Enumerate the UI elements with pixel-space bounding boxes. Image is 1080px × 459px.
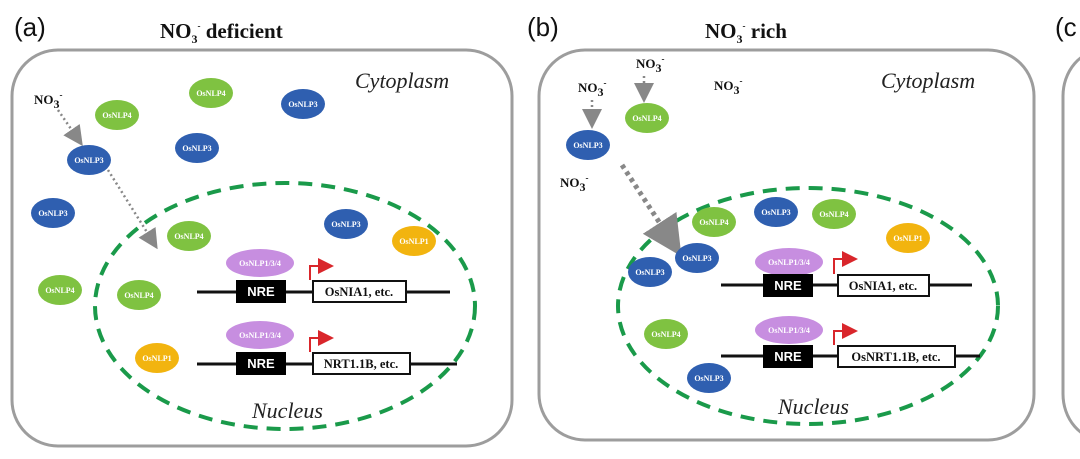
panel-b-nlp3-protein: OsNLP3 <box>687 363 731 393</box>
panel-a-complex: OsNLP1/3/4 <box>226 249 294 277</box>
svg-text:NRT1.1B, etc.: NRT1.1B, etc. <box>324 357 399 371</box>
svg-text:OsNLP1/3/4: OsNLP1/3/4 <box>239 331 281 340</box>
panel-b-gene-box: OsNIA1, etc. <box>837 274 930 297</box>
panel-b-no3-label: NO3- <box>578 78 607 99</box>
panel-b-gene-box: OsNRT1.1B, etc. <box>837 345 956 368</box>
svg-text:OsNLP3: OsNLP3 <box>331 220 360 229</box>
panel-a-nre-box: NRE <box>236 352 286 375</box>
panel-b-nucleus-label: Nucleus <box>777 394 849 419</box>
panel-a-no3-arrow <box>56 109 83 147</box>
panel-a-nlp3-protein: OsNLP3 <box>67 145 111 175</box>
panel-a-nlp1-protein: OsNLP1 <box>135 343 179 373</box>
svg-text:NRE: NRE <box>247 284 275 299</box>
svg-text:OsNLP4: OsNLP4 <box>196 89 225 98</box>
panel-b-nlp3-protein: OsNLP3 <box>675 243 719 273</box>
svg-text:OsNIA1, etc.: OsNIA1, etc. <box>325 285 393 299</box>
svg-text:OsNLP1/3/4: OsNLP1/3/4 <box>239 259 281 268</box>
svg-text:OsNIA1, etc.: OsNIA1, etc. <box>849 279 917 293</box>
panel-b-nlp1-protein: OsNLP1 <box>886 223 930 253</box>
panel-a-nlp3-protein: OsNLP3 <box>281 89 325 119</box>
panel-a-nlp4-protein: OsNLP4 <box>189 78 233 108</box>
panel-c-cell-membrane <box>1061 56 1080 434</box>
svg-text:OsNLP4: OsNLP4 <box>124 291 153 300</box>
svg-text:OsNLP4: OsNLP4 <box>819 210 848 219</box>
panel-b-nlp3-protein: OsNLP3 <box>628 257 672 287</box>
svg-text:OsNLP1: OsNLP1 <box>893 234 922 243</box>
panel-a-nlp3-protein: OsNLP3 <box>31 198 75 228</box>
panel-a-nlp4-protein: OsNLP4 <box>117 280 161 310</box>
svg-text:OsNRT1.1B, etc.: OsNRT1.1B, etc. <box>851 350 940 364</box>
panel-b-import-arrow <box>619 163 682 257</box>
panel-a-nucleus-label: Nucleus <box>251 398 323 423</box>
panel-b-transcription-arrow <box>833 323 858 345</box>
panel-b-cell-membrane <box>537 48 1036 442</box>
svg-text:OsNLP1: OsNLP1 <box>399 237 428 246</box>
panel-a-nre-box: NRE <box>236 280 286 303</box>
panel-a-nucleus-envelope <box>93 181 477 431</box>
panel-a-title: NO3- deficient <box>160 19 283 46</box>
panel-a-letter: (a) <box>14 12 46 42</box>
panel-b-complex: OsNLP1/3/4 <box>755 316 823 344</box>
panel-c-letter: (c <box>1055 12 1077 42</box>
panel-a-cytoplasm-label: Cytoplasm <box>355 68 449 93</box>
svg-text:OsNLP3: OsNLP3 <box>74 156 103 165</box>
panel-a-transcription-arrow <box>309 330 334 352</box>
svg-text:OsNLP3: OsNLP3 <box>38 209 67 218</box>
panel-b-nre-box: NRE <box>763 345 813 368</box>
panel-b-nlp4-protein: OsNLP4 <box>625 103 669 133</box>
panel-b-letter: (b) <box>527 12 559 42</box>
panel-a-nlp4-protein: OsNLP4 <box>38 275 82 305</box>
panel-b-nre-box: NRE <box>763 274 813 297</box>
panel-c: (c <box>1055 12 1080 434</box>
panel-a-cell-membrane <box>10 48 514 448</box>
panel-b-nlp4-protein: OsNLP4 <box>644 319 688 349</box>
panel-a-nlp1-protein: OsNLP1 <box>392 226 436 256</box>
svg-text:OsNLP1: OsNLP1 <box>142 354 171 363</box>
panel-b-complex: OsNLP1/3/4 <box>755 248 823 276</box>
svg-text:OsNLP3: OsNLP3 <box>182 144 211 153</box>
svg-text:OsNLP3: OsNLP3 <box>573 141 602 150</box>
svg-text:OsNLP3: OsNLP3 <box>288 100 317 109</box>
panel-a-complex: OsNLP1/3/4 <box>226 321 294 349</box>
svg-text:NRE: NRE <box>774 278 802 293</box>
svg-text:OsNLP4: OsNLP4 <box>102 111 131 120</box>
panel-a-no3-label: NO3- <box>34 90 63 111</box>
svg-text:NRE: NRE <box>774 349 802 364</box>
panel-b-no3-label: NO3- <box>636 54 665 75</box>
svg-text:OsNLP4: OsNLP4 <box>651 330 680 339</box>
panel-a-gene-box: OsNIA1, etc. <box>312 280 407 303</box>
svg-text:OsNLP4: OsNLP4 <box>699 218 728 227</box>
svg-text:OsNLP3: OsNLP3 <box>682 254 711 263</box>
svg-text:OsNLP3: OsNLP3 <box>694 374 723 383</box>
panel-a-nlp4-protein: OsNLP4 <box>167 221 211 251</box>
svg-text:OsNLP1/3/4: OsNLP1/3/4 <box>768 326 810 335</box>
svg-text:OsNLP3: OsNLP3 <box>761 208 790 217</box>
panel-b-no3-label: NO3- <box>714 76 743 97</box>
panel-b-title: NO3- rich <box>705 19 787 46</box>
panel-b-nlp4-protein: OsNLP4 <box>692 207 736 237</box>
panel-b-nucleus-envelope <box>616 186 1000 426</box>
panel-b-no3-label: NO3- <box>560 173 589 194</box>
svg-text:OsNLP4: OsNLP4 <box>632 114 661 123</box>
panel-a-transcription-arrow <box>309 258 334 280</box>
svg-text:OsNLP3: OsNLP3 <box>635 268 664 277</box>
panel-b-transcription-arrow <box>833 251 858 274</box>
panel-b-nlp4-protein: OsNLP4 <box>812 199 856 229</box>
panel-b: (b) NO3- rich Cytoplasm Nucleus NO3- NO3… <box>527 12 1036 442</box>
panel-a-gene-box: NRT1.1B, etc. <box>312 352 411 375</box>
svg-text:NRE: NRE <box>247 356 275 371</box>
panel-a-nlp4-protein: OsNLP4 <box>95 100 139 130</box>
panel-b-cytoplasm-label: Cytoplasm <box>881 68 975 93</box>
panel-a-nlp3-protein: OsNLP3 <box>324 209 368 239</box>
panel-b-nlp3-protein: OsNLP3 <box>754 197 798 227</box>
panel-a: (a) NO3- deficient Cytoplasm Nucleus NO3… <box>10 12 514 448</box>
panel-a-nlp3-protein: OsNLP3 <box>175 133 219 163</box>
svg-text:OsNLP4: OsNLP4 <box>174 232 203 241</box>
svg-text:OsNLP4: OsNLP4 <box>45 286 74 295</box>
svg-text:OsNLP1/3/4: OsNLP1/3/4 <box>768 258 810 267</box>
panel-b-nlp3-protein: OsNLP3 <box>566 130 610 160</box>
